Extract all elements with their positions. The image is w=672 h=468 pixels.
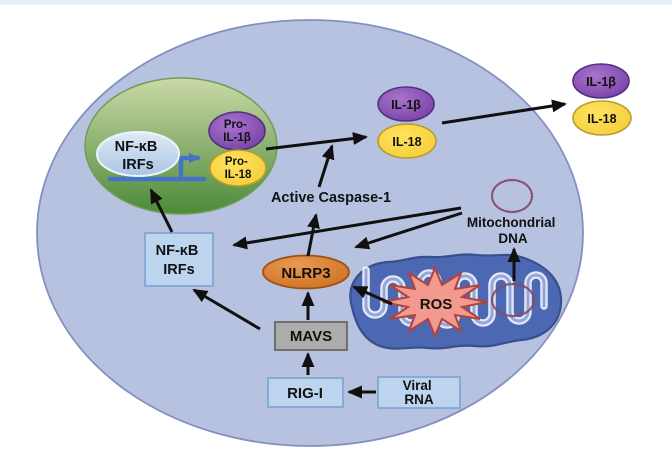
pro-il1b-oval — [208, 111, 266, 151]
nfkb-irfs-nuclear-ellipse — [96, 131, 180, 177]
rigi-label: RIG-I — [287, 385, 323, 402]
transcription-start-arrow — [178, 153, 201, 180]
il18-secreted-oval — [572, 100, 632, 136]
viral-rna-box — [377, 376, 461, 409]
rigi-box — [267, 377, 344, 408]
arrow-mtdna-to-nfkb — [232, 206, 462, 250]
nlrp3-label: NLRP3 — [281, 265, 330, 282]
active-caspase1-label: Active Caspase-1 — [271, 190, 391, 206]
arrow-mtdna-to-nlrp3 — [354, 211, 463, 250]
nlrp3-oval — [262, 254, 350, 290]
mitochondrial-dna-label: Mitochondrial DNA — [467, 215, 559, 246]
pro-il1b-label: Pro- IL-1β — [223, 119, 250, 144]
il1b-cell-label: IL-1β — [391, 98, 421, 112]
arrow-caspase1-to-il — [317, 144, 335, 188]
mitochondrial-dna-icon-alt — [490, 178, 534, 214]
mavs-label: MAVS — [290, 328, 332, 345]
pro-il18-label: Pro- IL-18 — [225, 156, 252, 181]
nfkb-irfs-box — [144, 232, 214, 287]
arrow-nlrp3-to-caspase1 — [306, 213, 320, 257]
arrow-ros-to-nlrp3 — [352, 285, 393, 306]
top-strip — [0, 0, 672, 5]
ros-burst-icon — [382, 265, 488, 339]
nfkb-irfs-nuclear-label: NF-κB IRFs — [115, 139, 162, 173]
arrow-nfkbbox-to-nucleus — [149, 188, 174, 233]
viral-rna-label: Viral RNA — [403, 378, 436, 407]
mitochondrial-dna-icon-inner — [490, 282, 536, 318]
il1b-secreted-oval — [572, 63, 630, 99]
mavs-box — [274, 321, 348, 351]
il18-secreted-label: IL-18 — [587, 112, 616, 126]
mitochondrial-dna-icon — [490, 178, 534, 214]
il1b-secreted-label: IL-1β — [586, 75, 616, 89]
arrow-mavs-to-nfkb — [192, 288, 261, 331]
arrow-proil-to-il — [265, 132, 368, 151]
nfkb-irfs-box-label: NF-κB IRFs — [156, 243, 203, 278]
il18-cell-label: IL-18 — [392, 135, 421, 149]
il1b-cell-oval — [377, 86, 435, 122]
arrow-il-secretion — [441, 99, 567, 125]
pro-il18-oval — [209, 149, 267, 187]
arrows — [149, 99, 567, 399]
il18-cell-oval — [377, 123, 437, 159]
ros-label: ROS — [420, 296, 453, 313]
